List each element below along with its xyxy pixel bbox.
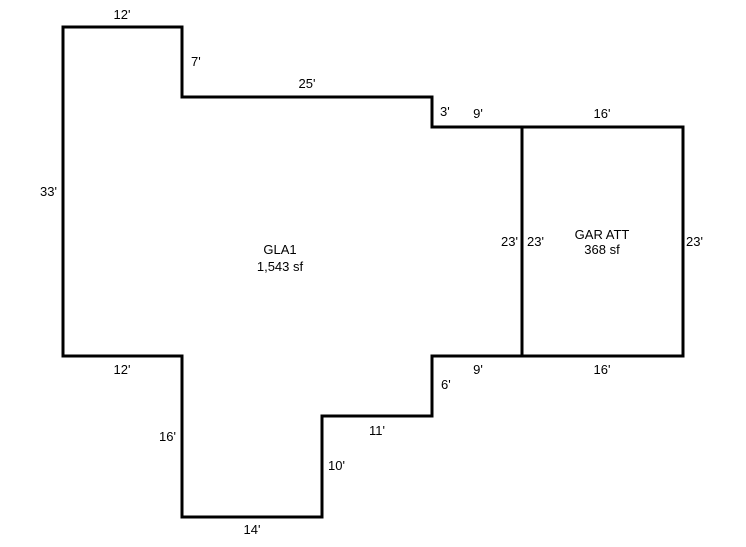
- dim-gla-bottom-right: 9': [473, 362, 483, 377]
- garage-name-label: GAR ATT: [575, 227, 630, 242]
- gla1-outline: [61, 25, 524, 519]
- dim-gla-step-right: 3': [440, 104, 450, 119]
- dim-gla-lower-left: 16': [159, 429, 176, 444]
- gla1-area-label: 1,543 sf: [257, 259, 304, 274]
- gla1-name-label: GLA1: [263, 242, 296, 257]
- dim-gla-lower-middle: 11': [369, 423, 385, 438]
- dim-garage-top: 16': [594, 106, 611, 121]
- dim-gla-step-lower: 6': [441, 377, 451, 392]
- dim-gla-lower-right: 10': [328, 458, 345, 473]
- dim-gla-top-middle: 25': [299, 76, 316, 91]
- dim-gla-left: 33': [40, 184, 57, 199]
- dim-gla-bottom: 14': [244, 522, 261, 537]
- dim-gla-shared-wall: 23': [501, 234, 518, 249]
- garage-outline: [520, 125, 685, 358]
- dim-gla-top-right: 9': [473, 106, 483, 121]
- dim-gla-bottom-left: 12': [114, 362, 131, 377]
- dim-gla-top-left: 12': [114, 7, 131, 22]
- dim-garage-bottom: 16': [594, 362, 611, 377]
- dim-gla-step-upper: 7': [191, 54, 201, 69]
- dim-garage-shared-wall: 23': [527, 234, 544, 249]
- dim-garage-right: 23': [686, 234, 703, 249]
- garage-area-label: 368 sf: [584, 242, 620, 257]
